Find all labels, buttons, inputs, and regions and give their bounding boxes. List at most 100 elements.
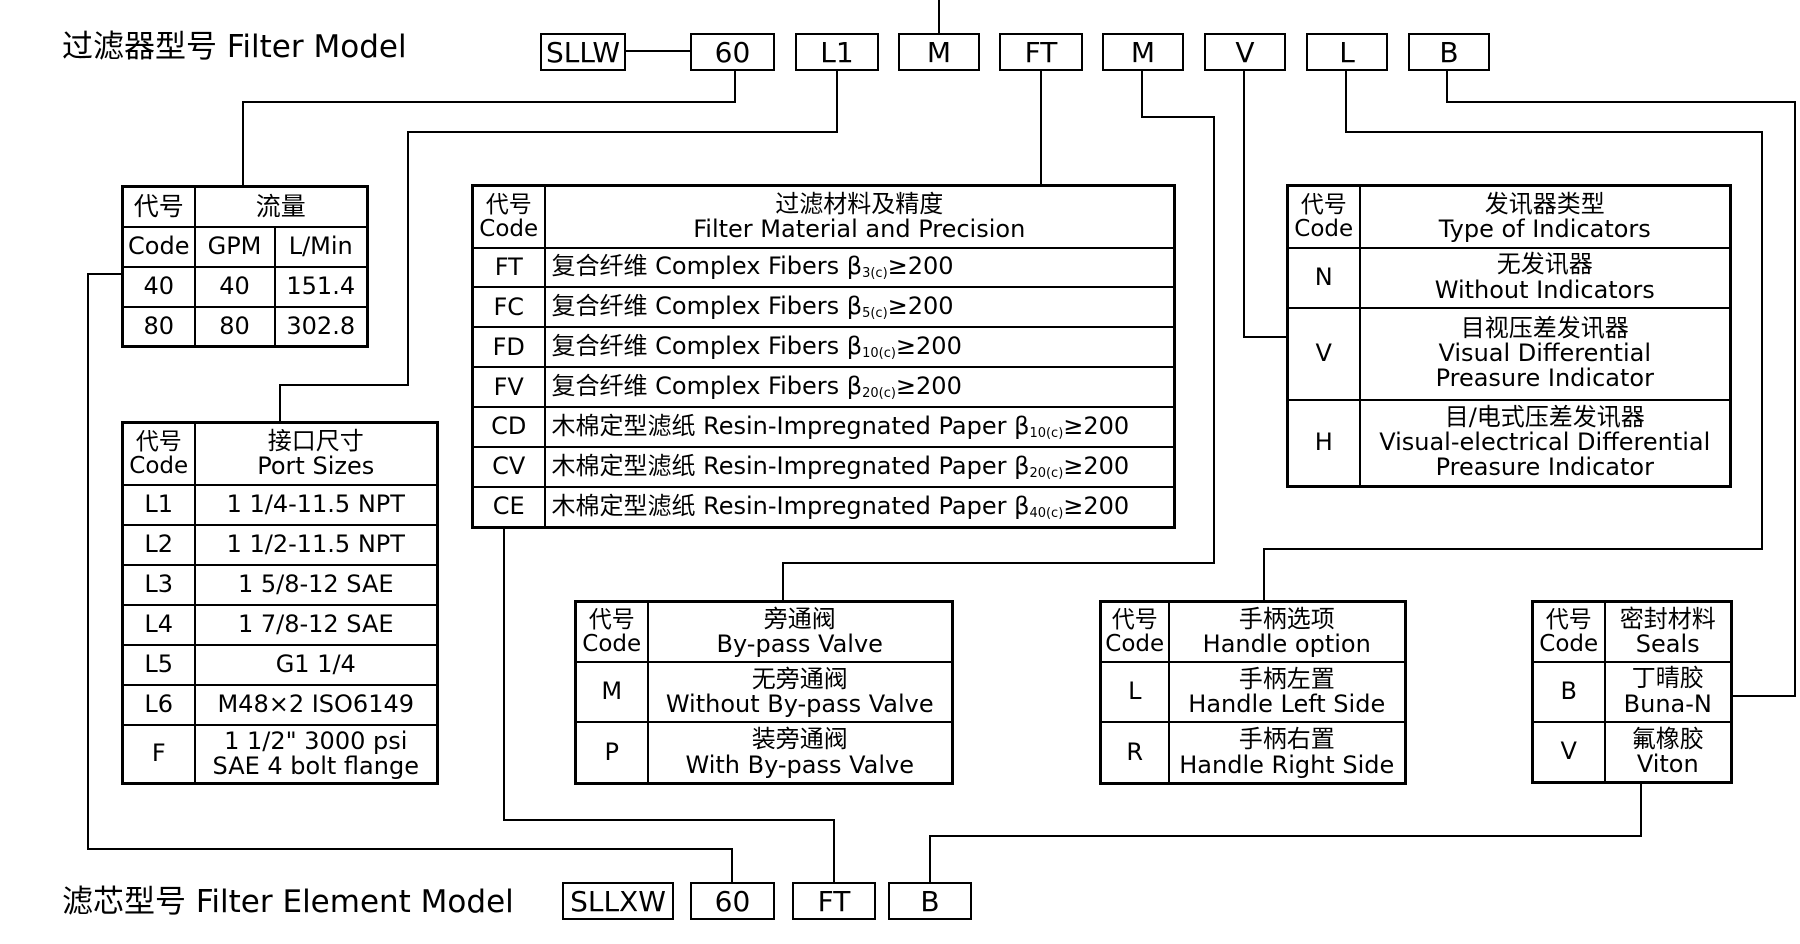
material-row-desc: 木棉定型滤纸 Resin-Impregnated Paper β20(c)≥20… [543, 445, 1176, 488]
line-bypass [782, 69, 1215, 600]
line-element-flow [87, 273, 733, 882]
line-indicator [1243, 69, 1286, 338]
flow-row-gpm: 80 [193, 305, 276, 348]
port-row-desc: 1 1/2-11.5 NPT [193, 523, 439, 566]
line-port [279, 69, 838, 421]
port-row-code: L1 [121, 483, 196, 526]
port-row-desc: G1 1/4 [193, 643, 439, 686]
model-code-handle: L [1306, 33, 1388, 71]
bypass-row-code: M [574, 660, 649, 724]
flow-row-lmin: 302.8 [273, 305, 369, 348]
flow-row-gpm: 40 [193, 265, 276, 308]
port-row-desc: M48×2 ISO6149 [193, 683, 439, 726]
flow-code-header-cn: 代号 [121, 185, 196, 228]
model-code-bypass: M [1102, 33, 1184, 71]
filter-model-title: 过滤器型号 Filter Model [62, 29, 407, 65]
flow-row-code: 40 [121, 265, 196, 308]
line-handle [1263, 69, 1763, 600]
flow-lmin-header: L/Min [273, 225, 369, 268]
port-row-code: L5 [121, 643, 196, 686]
seals-row-code: B [1531, 660, 1606, 723]
material-row-desc: 复合纤维 Complex Fibers β5(c)≥200 [543, 286, 1176, 329]
indicator-row-code: N [1286, 246, 1361, 309]
flow-gpm-header: GPM [193, 225, 276, 268]
material-row-code: CV [471, 445, 546, 488]
material-row-code: FC [471, 286, 546, 329]
port-row-desc: 1 5/8-12 SAE [193, 563, 439, 606]
material-row-desc: 木棉定型滤纸 Resin-Impregnated Paper β10(c)≥20… [543, 406, 1176, 448]
flow-row-code: 80 [121, 305, 196, 348]
filter-element-title: 滤芯型号 Filter Element Model [62, 884, 514, 920]
model-code-bypass-top: M [898, 33, 980, 71]
flow-row-lmin: 151.4 [273, 265, 369, 308]
line-seals [1446, 69, 1796, 697]
material-row-code: FD [471, 326, 546, 369]
material-row-code: FT [471, 246, 546, 289]
flow-table: 代号 流量 Code GPM L/Min 40 40 151.4 80 80 3… [121, 185, 369, 348]
material-row-code: FV [471, 366, 546, 409]
port-row-code: F [121, 723, 196, 785]
port-row-code: L3 [121, 563, 196, 606]
element-code-series: SLLXW [562, 882, 674, 920]
material-row-code: CE [471, 485, 546, 529]
port-row-code: L4 [121, 603, 196, 646]
element-code-flow: 60 [690, 882, 775, 920]
model-code-material: FT [999, 33, 1083, 71]
indicator-row-code: V [1286, 306, 1361, 401]
line-element-material [503, 510, 835, 882]
material-row-code: CD [471, 406, 546, 448]
seals-row-code: V [1531, 720, 1606, 784]
model-code-seals: B [1408, 33, 1490, 71]
port-row-desc: 1 7/8-12 SAE [193, 603, 439, 646]
material-row-desc: 复合纤维 Complex Fibers β20(c)≥200 [543, 366, 1176, 409]
model-code-series: SLLW [540, 33, 626, 71]
handle-row-code: R [1099, 721, 1170, 785]
model-code-port: L1 [795, 33, 879, 71]
model-code-indicator: V [1204, 33, 1286, 71]
handle-row-code: L [1099, 660, 1170, 724]
material-row-desc: 复合纤维 Complex Fibers β3(c)≥200 [543, 246, 1176, 289]
flow-code-header-en: Code [121, 225, 196, 268]
bypass-row-code: P [574, 721, 649, 785]
element-code-material: FT [792, 882, 876, 920]
port-row-desc: 1 1/4-11.5 NPT [193, 483, 439, 526]
material-row-desc: 复合纤维 Complex Fibers β10(c)≥200 [543, 326, 1176, 369]
flow-title: 流量 [193, 185, 369, 228]
indicator-row-code: H [1286, 398, 1361, 488]
line-element-seals [929, 784, 1642, 882]
model-code-flow: 60 [690, 33, 775, 71]
material-row-desc: 木棉定型滤纸 Resin-Impregnated Paper β40(c)≥20… [543, 485, 1176, 529]
element-code-seals: B [888, 882, 972, 920]
port-row-code: L6 [121, 683, 196, 726]
port-row-code: L2 [121, 523, 196, 566]
